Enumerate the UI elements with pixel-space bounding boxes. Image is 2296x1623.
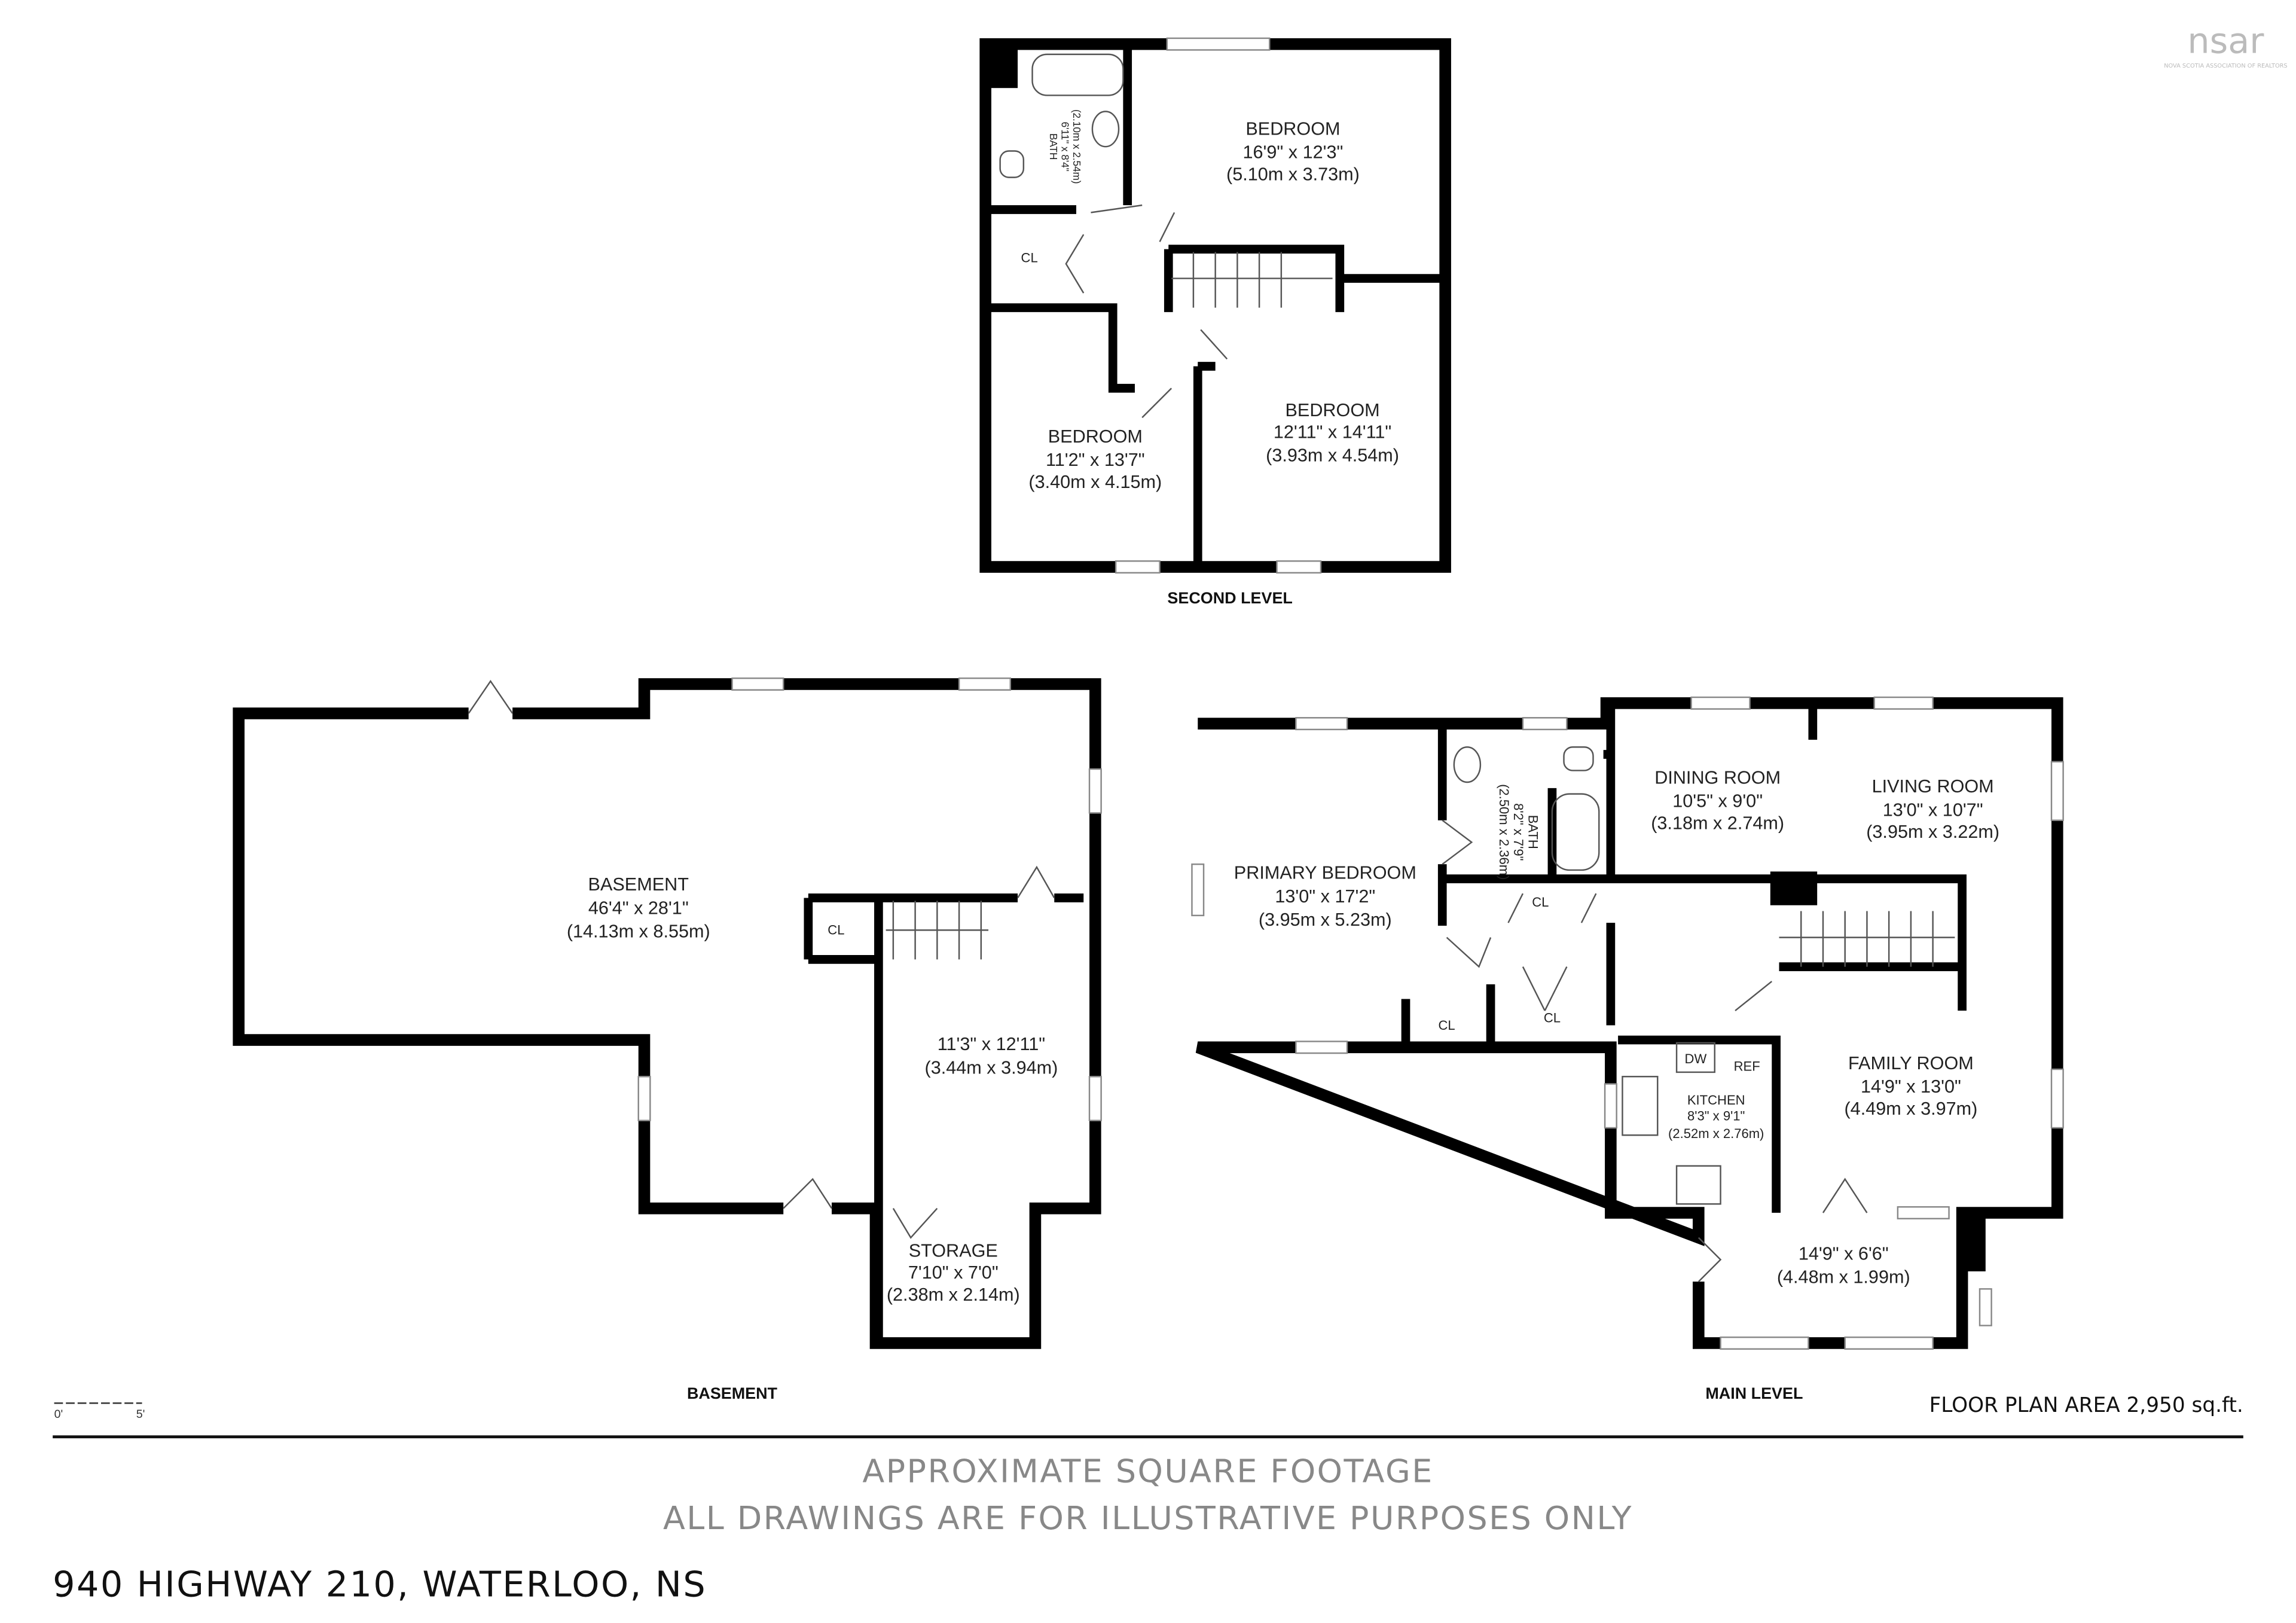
svg-text:STORAGE: STORAGE <box>909 1240 998 1261</box>
svg-text:46'4" x 28'1": 46'4" x 28'1" <box>588 898 689 918</box>
svg-text:nsar: nsar <box>2187 20 2264 61</box>
svg-text:(2.10m x 2.54m): (2.10m x 2.54m) <box>1071 109 1083 184</box>
svg-text:CL: CL <box>1439 1018 1455 1033</box>
svg-text:(3.18m x 2.74m): (3.18m x 2.74m) <box>1651 813 1784 833</box>
svg-text:REF: REF <box>1734 1058 1760 1073</box>
svg-text:11'3" x 12'11": 11'3" x 12'11" <box>938 1034 1045 1054</box>
svg-text:(2.38m x 2.14m): (2.38m x 2.14m) <box>887 1285 1020 1305</box>
svg-text:(2.52m x 2.76m): (2.52m x 2.76m) <box>1668 1126 1764 1141</box>
svg-text:13'0" x 10'7": 13'0" x 10'7" <box>1883 800 1983 820</box>
svg-text:8'3" x 9'1": 8'3" x 9'1" <box>1687 1109 1745 1124</box>
svg-text:(2.50m x 2.36m): (2.50m x 2.36m) <box>1497 784 1512 880</box>
svg-text:DINING ROOM: DINING ROOM <box>1654 767 1781 788</box>
svg-text:(3.93m x 4.54m): (3.93m x 4.54m) <box>1266 446 1399 466</box>
svg-text:(3.44m x 3.94m): (3.44m x 3.94m) <box>925 1057 1058 1078</box>
svg-text:12'11" x 14'11": 12'11" x 14'11" <box>1274 422 1391 443</box>
svg-text:(4.49m x 3.97m): (4.49m x 3.97m) <box>1844 1099 1977 1119</box>
level-title: SECOND LEVEL <box>1167 589 1292 607</box>
svg-text:(3.95m x 5.23m): (3.95m x 5.23m) <box>1259 910 1392 930</box>
svg-text:14'9" x 6'6": 14'9" x 6'6" <box>1799 1243 1889 1264</box>
main-level-plan: PRIMARY BEDROOM 13'0" x 17'2" (3.95m x 5… <box>1191 696 2064 1402</box>
svg-text:BATH: BATH <box>1048 133 1060 160</box>
svg-text:DW: DW <box>1685 1051 1707 1066</box>
svg-text:(5.10m x 3.73m): (5.10m x 3.73m) <box>1226 164 1360 184</box>
room-label: BEDROOM <box>1245 119 1340 139</box>
svg-text:7'10" x 7'0": 7'10" x 7'0" <box>908 1262 999 1283</box>
svg-text:16'9" x 12'3": 16'9" x 12'3" <box>1243 142 1344 163</box>
svg-text:KITCHEN: KITCHEN <box>1687 1093 1745 1108</box>
second-level-plan: BEDROOM 16'9" x 12'3" (5.10m x 3.73m) BE… <box>979 37 1451 607</box>
svg-text:11'2" x 13'7": 11'2" x 13'7" <box>1046 450 1145 470</box>
svg-text:14'9" x 13'0": 14'9" x 13'0" <box>1861 1076 1961 1097</box>
svg-text:BATH: BATH <box>1526 815 1541 849</box>
svg-text:CL: CL <box>1021 251 1038 266</box>
disclaimer-line: ALL DRAWINGS ARE FOR ILLUSTRATIVE PURPOS… <box>663 1499 1633 1537</box>
nsar-logo: nsar NOVA SCOTIA ASSOCIATION OF REALTORS <box>2164 20 2287 69</box>
svg-text:CL: CL <box>1544 1011 1561 1026</box>
svg-text:(4.48m x 1.99m): (4.48m x 1.99m) <box>1777 1267 1910 1288</box>
svg-text:13'0" x 17'2": 13'0" x 17'2" <box>1275 886 1375 907</box>
svg-text:BEDROOM: BEDROOM <box>1285 400 1379 420</box>
svg-text:6'11" x 8'4": 6'11" x 8'4" <box>1060 122 1071 172</box>
disclaimer-line: APPROXIMATE SQUARE FOOTAGE <box>862 1453 1433 1490</box>
svg-text:10'5" x 9'0": 10'5" x 9'0" <box>1672 791 1763 812</box>
svg-text:BEDROOM: BEDROOM <box>1048 426 1143 447</box>
svg-text:NOVA SCOTIA ASSOCIATION OF REA: NOVA SCOTIA ASSOCIATION OF REALTORS <box>2164 63 2287 69</box>
svg-text:BASEMENT: BASEMENT <box>588 874 689 895</box>
svg-text:(14.13m x 8.55m): (14.13m x 8.55m) <box>567 922 710 942</box>
scale-bar: 0' 5' <box>54 1402 145 1421</box>
level-title: BASEMENT <box>687 1384 778 1402</box>
svg-text:PRIMARY BEDROOM: PRIMARY BEDROOM <box>1234 863 1416 883</box>
floor-plan-area: FLOOR PLAN AREA 2,950 sq.ft. <box>1929 1393 2243 1417</box>
svg-text:8'2" x 7'9": 8'2" x 7'9" <box>1511 803 1526 861</box>
svg-text:(3.95m x 3.22m): (3.95m x 3.22m) <box>1866 822 1999 842</box>
svg-text:CL: CL <box>828 923 844 938</box>
svg-text:FAMILY ROOM: FAMILY ROOM <box>1848 1053 1974 1073</box>
svg-text:LIVING ROOM: LIVING ROOM <box>1872 776 1994 797</box>
svg-text:0': 0' <box>54 1408 63 1421</box>
svg-text:CL: CL <box>1532 895 1549 910</box>
svg-text:5': 5' <box>136 1408 145 1421</box>
basement-plan: BASEMENT 46'4" x 28'1" (14.13m x 8.55m) … <box>233 677 1102 1402</box>
address: 940 HIGHWAY 210, WATERLOO, NS <box>53 1564 707 1605</box>
level-title: MAIN LEVEL <box>1705 1384 1803 1402</box>
svg-text:(3.40m x 4.15m): (3.40m x 4.15m) <box>1028 472 1162 492</box>
